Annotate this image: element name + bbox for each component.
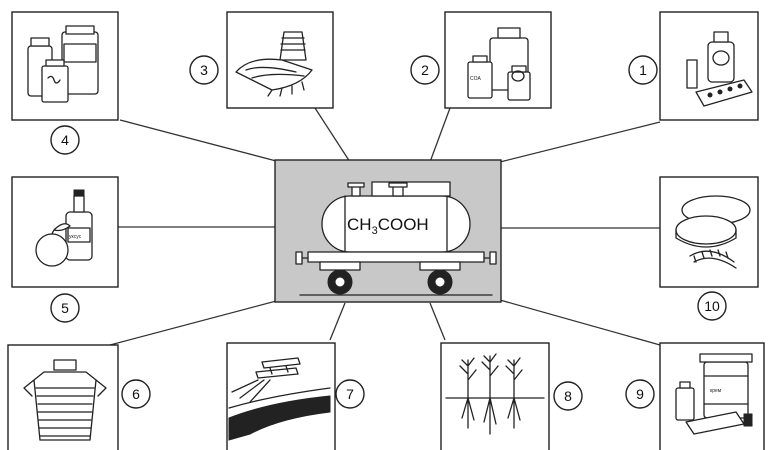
svg-text:1: 1 [639,62,647,78]
svg-text:2: 2 [421,62,429,78]
formula-label: CH3COOH [347,215,429,237]
item-9-cosmetics: крем 9 [626,343,764,450]
svg-text:крем: крем [710,388,722,394]
svg-text:уксус: уксус [69,234,82,240]
item-3-fabric: 3 [190,12,333,108]
svg-text:9: 9 [636,386,644,402]
pharmacy-jars-icon [28,26,98,102]
svg-text:4: 4 [61,132,69,148]
item-2-reagents: COA 2 [411,12,551,108]
item-5-food: уксус 5 [12,177,118,322]
item-7-agriculture-plane: 7 [227,343,364,450]
item-8-plants: 8 [441,343,582,450]
svg-text:3: 3 [200,62,208,78]
svg-text:8: 8 [564,388,572,404]
svg-text:10: 10 [704,298,720,314]
svg-text:5: 5 [61,300,69,316]
svg-text:COA: COA [470,76,482,82]
svg-text:7: 7 [346,386,354,402]
item-6-container: 6 [8,345,150,450]
item-4-pharmacy: 4 [12,12,118,154]
svg-text:6: 6 [132,386,140,402]
item-1-medicines: 1 [629,12,758,120]
tank-wagon-panel: CH3COOH [275,160,501,302]
item-10-film: 10 [660,177,758,320]
